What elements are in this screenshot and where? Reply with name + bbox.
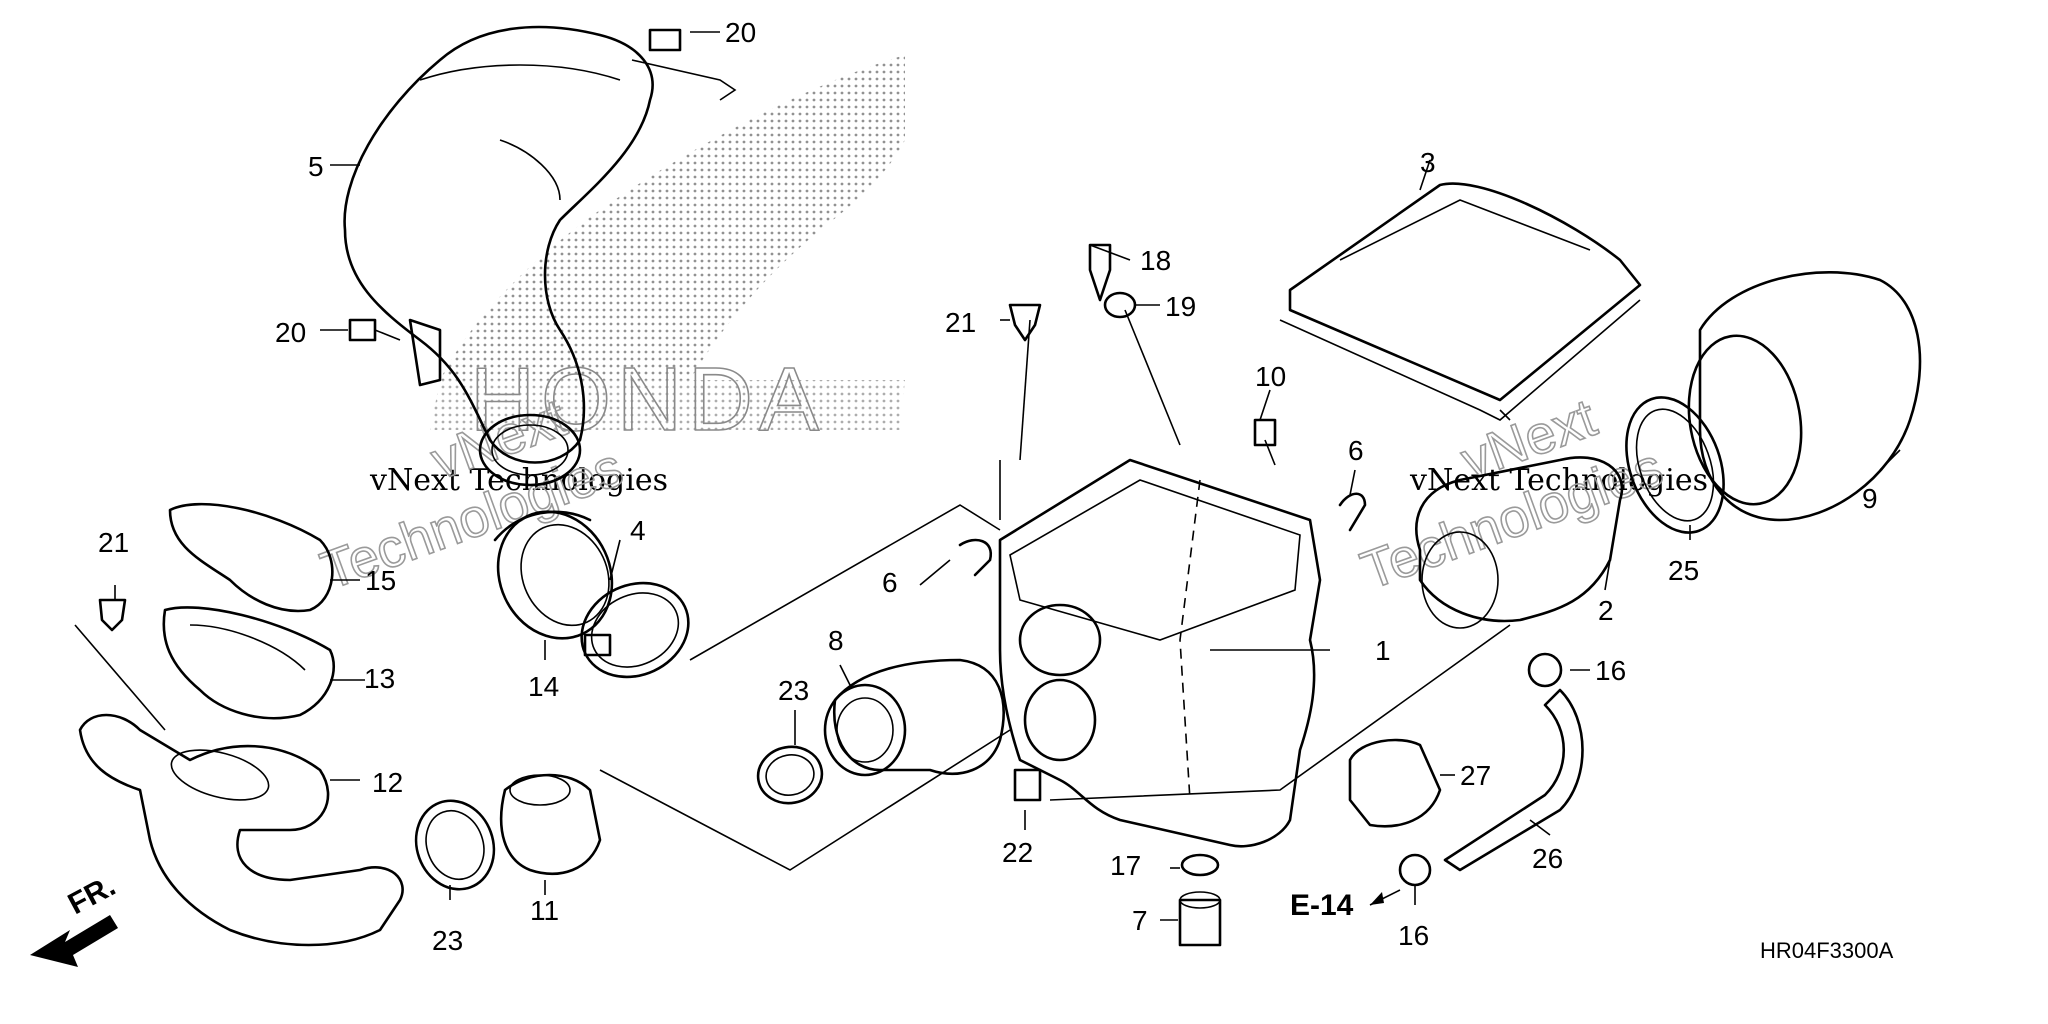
callout-20-top: 20 bbox=[725, 17, 756, 48]
part-4-hose-clamp bbox=[580, 581, 690, 679]
part-1-air-cleaner-case bbox=[998, 458, 1322, 848]
part-21-clip-top bbox=[1008, 303, 1042, 342]
part-20-bolt-top bbox=[631, 28, 737, 101]
callout-12: 12 bbox=[372, 767, 403, 798]
part-16-clip-bottom bbox=[1398, 853, 1432, 887]
part-18-breather-plug bbox=[1088, 243, 1112, 302]
callout-19: 19 bbox=[1165, 291, 1196, 322]
callout-17: 17 bbox=[1110, 850, 1141, 881]
callout-22: 22 bbox=[1002, 837, 1033, 868]
callout-6-left: 6 bbox=[882, 567, 898, 598]
part-23-clamp-left bbox=[414, 799, 496, 891]
callout-16-bottom: 16 bbox=[1398, 920, 1429, 951]
reference-label: E-14 bbox=[1290, 889, 1354, 922]
callout-21-left: 21 bbox=[98, 527, 129, 558]
callout-23-center: 23 bbox=[778, 675, 809, 706]
brand-mark-text: HONDA bbox=[470, 350, 825, 450]
leader-lines bbox=[74, 31, 1901, 921]
reference-arrow bbox=[1369, 889, 1401, 906]
callout-labels: 1 2 3 4 5 6 6 7 8 9 10 11 12 13 14 15 16… bbox=[98, 17, 1878, 956]
callout-11: 11 bbox=[530, 895, 559, 926]
part-3-case-cover bbox=[1279, 182, 1642, 421]
callout-14: 14 bbox=[528, 671, 559, 702]
part-21-clip-left bbox=[98, 598, 127, 632]
callout-10: 10 bbox=[1255, 361, 1286, 392]
callout-6-right: 6 bbox=[1348, 435, 1364, 466]
callout-9: 9 bbox=[1862, 483, 1878, 514]
part-19-grommet bbox=[1103, 291, 1137, 319]
callout-21-top: 21 bbox=[945, 307, 976, 338]
callout-8: 8 bbox=[828, 625, 844, 656]
part-11-joint bbox=[499, 773, 602, 875]
callout-27: 27 bbox=[1460, 760, 1491, 791]
part-7-drain-plug bbox=[1178, 891, 1222, 947]
part-27-cover bbox=[1348, 738, 1442, 828]
part-6-clip-right bbox=[1338, 492, 1367, 532]
part-22-clip bbox=[1013, 768, 1042, 802]
callout-20-left: 20 bbox=[275, 317, 306, 348]
part-16-clip-top bbox=[1527, 652, 1563, 688]
part-5-intake-cover bbox=[343, 25, 654, 487]
part-6-clip-left bbox=[958, 538, 993, 577]
part-15-inlet-cap bbox=[168, 502, 334, 613]
callout-5: 5 bbox=[308, 151, 324, 182]
part-9-pre-filter bbox=[1687, 271, 1922, 522]
part-13-inlet-seal bbox=[162, 606, 335, 720]
callout-3: 3 bbox=[1420, 147, 1436, 178]
watermark-text-left: vNext Technologies bbox=[369, 463, 668, 498]
callout-2: 2 bbox=[1598, 595, 1614, 626]
part-8-rubber-boot bbox=[823, 658, 1005, 777]
part-code: HR04F3300A bbox=[1760, 938, 1894, 963]
callout-13: 13 bbox=[364, 663, 395, 694]
callout-25: 25 bbox=[1668, 555, 1699, 586]
part-26-drain-tube bbox=[1443, 688, 1584, 872]
part-17-clamp bbox=[1180, 853, 1220, 877]
direction-label: FR. bbox=[63, 869, 121, 921]
callout-18: 18 bbox=[1140, 245, 1171, 276]
part-25-filter-band bbox=[1625, 396, 1725, 534]
part-23-clamp-center bbox=[756, 745, 824, 805]
front-direction-arrow bbox=[30, 915, 118, 967]
callout-4: 4 bbox=[630, 515, 646, 546]
part-12-snorkel bbox=[78, 713, 404, 947]
callout-16-top: 16 bbox=[1595, 655, 1626, 686]
part-2-filter-element bbox=[1415, 456, 1624, 629]
callout-26: 26 bbox=[1532, 843, 1563, 874]
part-10-cushion bbox=[1253, 418, 1277, 447]
callout-7: 7 bbox=[1132, 905, 1148, 936]
callout-1: 1 bbox=[1375, 635, 1391, 666]
part-20-bolt-left bbox=[348, 318, 442, 387]
callout-23-left: 23 bbox=[432, 925, 463, 956]
callout-15: 15 bbox=[365, 565, 396, 596]
